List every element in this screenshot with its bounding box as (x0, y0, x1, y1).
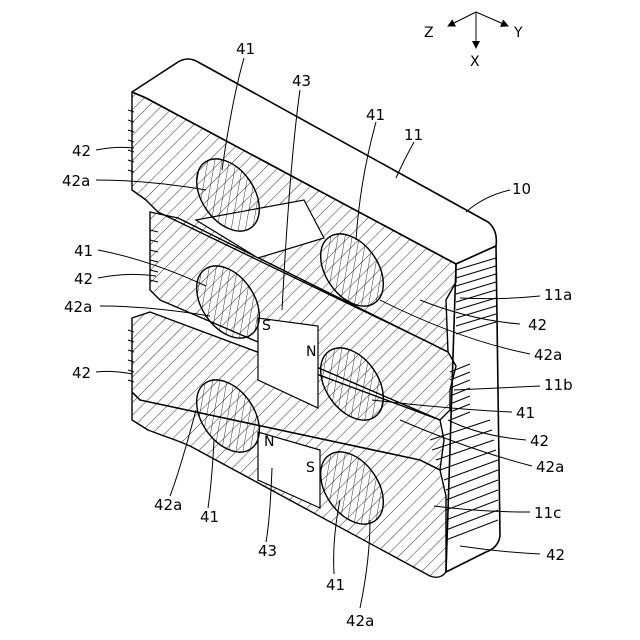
label-42-e: 42 (530, 432, 549, 450)
label-42a-e: 42a (534, 346, 562, 364)
pole-s-lower: S (306, 460, 315, 476)
pole-n-lower: N (264, 434, 274, 450)
pole-s-upper: S (262, 318, 271, 334)
label-42a-f: 42a (536, 458, 564, 476)
label-11c: 11c (534, 504, 561, 522)
label-42-b: 42 (74, 270, 93, 288)
label-42a-b: 42a (64, 298, 92, 316)
label-11a: 11a (544, 286, 572, 304)
label-41-b: 41 (366, 106, 385, 124)
label-42-a: 42 (72, 142, 91, 160)
label-11b: 11b (544, 376, 573, 394)
label-43-a: 43 (292, 72, 311, 90)
label-41-d: 41 (200, 508, 219, 526)
label-42a-d: 42a (346, 612, 374, 630)
right-side-face (446, 246, 500, 572)
axis-z-label: Z (424, 25, 434, 41)
label-42a-c: 42a (154, 496, 182, 514)
axis-y-label: Y (513, 25, 523, 41)
label-42-d: 42 (528, 316, 547, 334)
label-43-b: 43 (258, 542, 277, 560)
rotor-core-block (128, 59, 500, 577)
label-11: 11 (404, 126, 423, 144)
label-41-a: 41 (236, 40, 255, 58)
label-42-c: 42 (72, 364, 91, 382)
label-42a-a: 42a (62, 172, 90, 190)
axis-indicator: Z Y X (424, 12, 523, 70)
label-41-c: 41 (74, 242, 93, 260)
axis-x-label: X (470, 54, 480, 70)
label-10: 10 (512, 180, 531, 198)
label-41-e: 41 (326, 576, 345, 594)
label-42-f: 42 (546, 546, 565, 564)
label-41-f: 41 (516, 404, 535, 422)
pole-n-upper: N (306, 344, 316, 360)
